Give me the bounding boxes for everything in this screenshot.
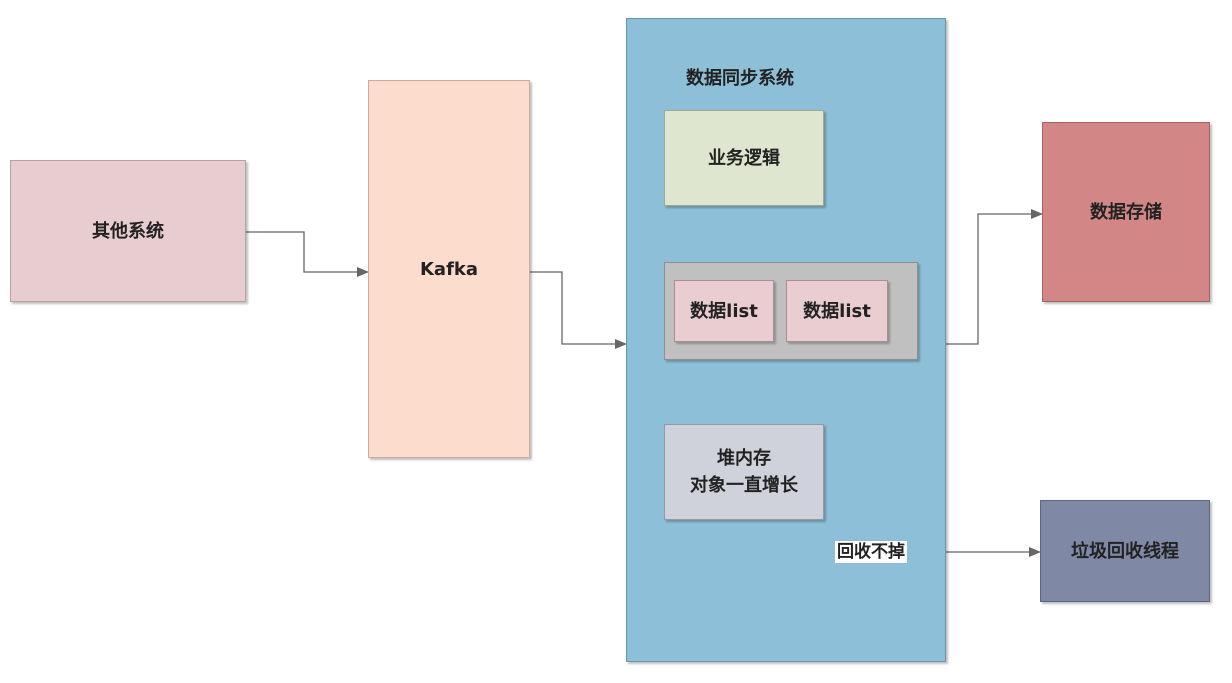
edge-kafka-to-sync [530,271,627,349]
node-heap-memory: 堆内存 对象一直增长 [664,424,824,520]
node-kafka: Kafka [368,80,530,458]
node-data-storage-label: 数据存储 [1090,201,1162,223]
node-data-list-b-label: 数据list [803,300,871,322]
sync-system-title: 数据同步系统 [686,68,794,89]
node-business-logic-label: 业务逻辑 [708,147,780,169]
edge-sync-to-storage [946,209,1043,345]
node-heap-memory-label: 堆内存 对象一直增长 [690,448,798,496]
node-kafka-label: Kafka [419,258,479,280]
node-data-list-b: 数据list [786,280,888,342]
node-data-storage: 数据存储 [1042,122,1210,302]
node-data-list-a: 数据list [674,280,774,342]
node-business-logic: 业务逻辑 [664,110,824,206]
node-other-systems: 其他系统 [10,160,246,302]
node-other-systems-label: 其他系统 [92,220,164,242]
node-data-list-a-label: 数据list [690,300,758,322]
node-gc-thread-label: 垃圾回收线程 [1071,540,1179,562]
edge-other-to-kafka [246,231,369,277]
node-gc-thread: 垃圾回收线程 [1040,500,1210,602]
edge-gc-label: 回收不掉 [835,541,907,563]
